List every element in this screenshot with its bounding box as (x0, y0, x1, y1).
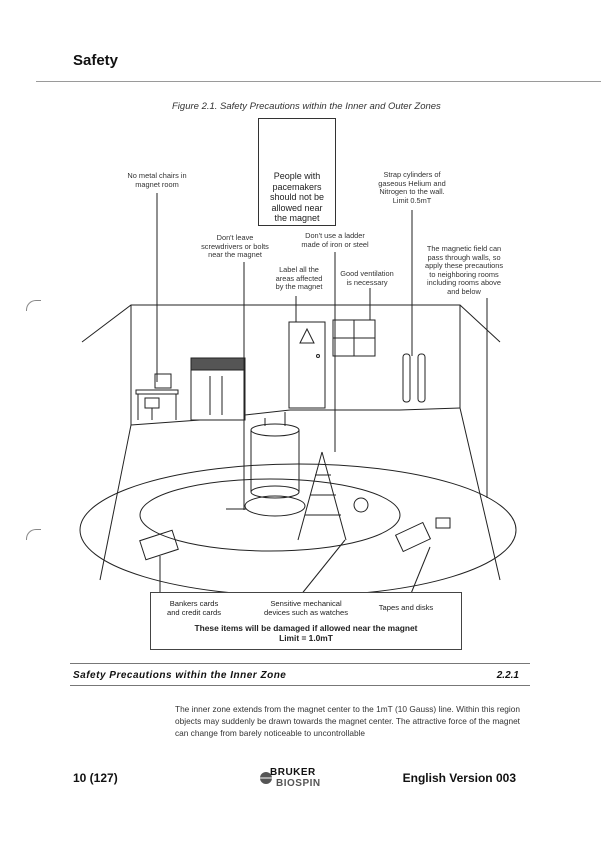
section-title: Safety (73, 52, 119, 69)
label-tapes-disks: Tapes and disks (378, 603, 434, 612)
bruker-biospin-logo: BRUKER BIOSPIN (258, 764, 332, 794)
subsection-rule-bottom (70, 685, 530, 686)
version-label: English Version 003 (402, 771, 516, 785)
bruker-logo-icon (260, 772, 272, 784)
page-number: 10 (127) (73, 771, 118, 785)
damage-warning: These items will be damaged if allowed n… (194, 623, 418, 643)
margin-mark (26, 300, 41, 311)
subsection-rule-top (70, 663, 530, 664)
figure-caption: Figure 2.1. Safety Precautions within th… (172, 101, 441, 112)
header-rule (36, 81, 601, 82)
subsection-number: 2.2.1 (496, 670, 519, 681)
body-paragraph: The inner zone extends from the magnet c… (175, 704, 520, 738)
margin-mark (26, 529, 41, 540)
pacemaker-warning-sign: People with pacemakers should not be all… (258, 118, 336, 226)
subsection-title: Safety Precautions within the Inner Zone (73, 670, 287, 681)
